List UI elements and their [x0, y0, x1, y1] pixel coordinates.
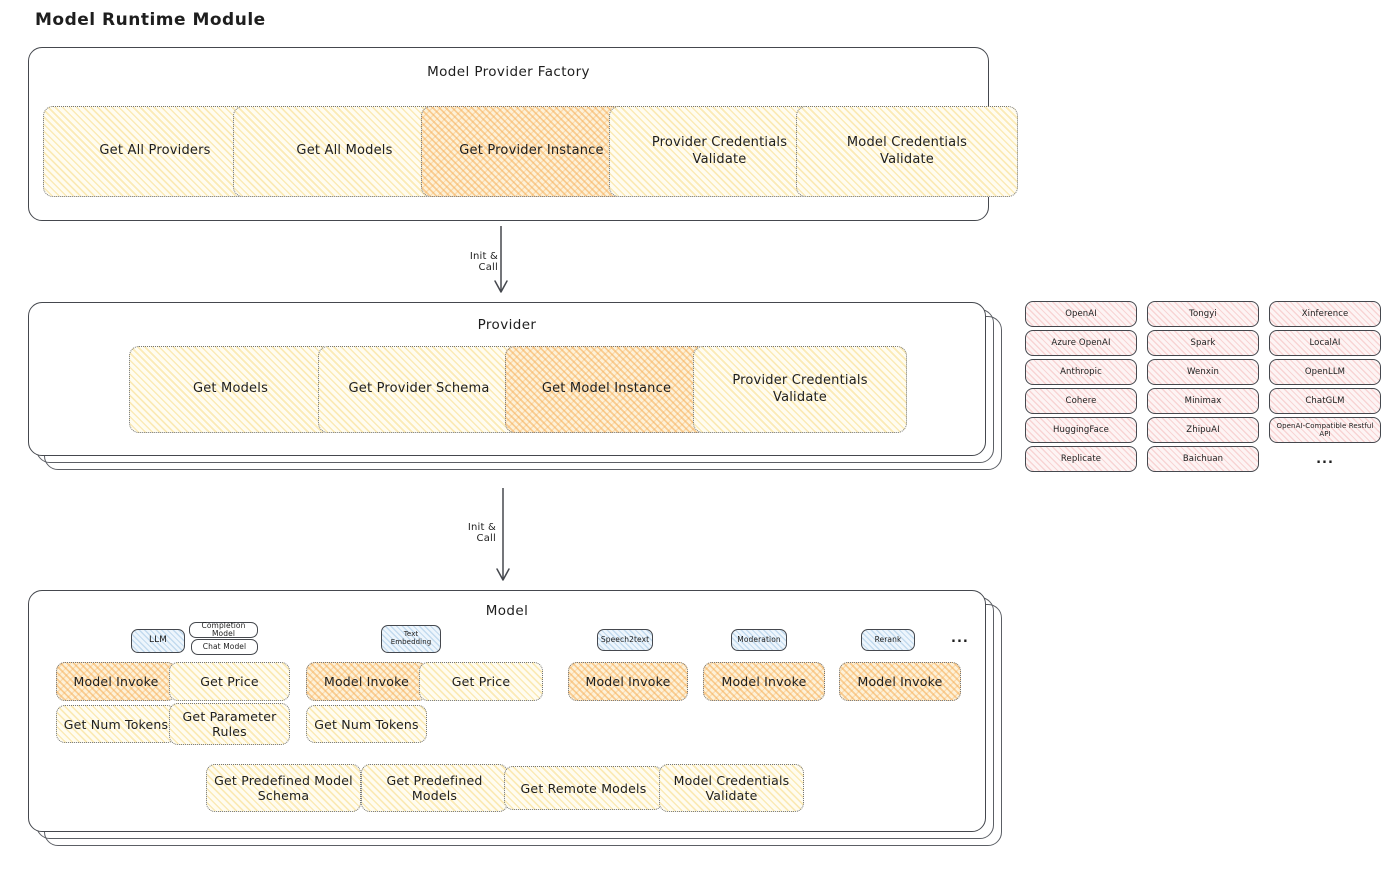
tag-moderation: Moderation — [731, 629, 787, 651]
page-title: Model Runtime Module — [35, 10, 266, 30]
node-get-all-providers: Get All Providers — [43, 106, 267, 197]
node-provider-credentials-validate: Provider Credentials Validate — [609, 106, 830, 197]
provider-chip-replicate: Replicate — [1025, 446, 1137, 472]
provider-chip-openllm: OpenLLM — [1269, 359, 1381, 385]
model-section: Model LLM Completion Model Chat Model Te… — [28, 590, 986, 832]
fn-model-invoke-moderation: Model Invoke — [703, 662, 825, 701]
node-get-model-instance: Get Model Instance — [505, 346, 708, 433]
node-provider-credentials-validate-2: Provider Credentials Validate — [693, 346, 907, 433]
more-model-types-ellipsis: ... — [951, 631, 969, 646]
provider-chip-openai-compatible: OpenAI-Compatible Restful API — [1269, 417, 1381, 443]
provider-chip-localai: LocalAI — [1269, 330, 1381, 356]
provider-chip-huggingface: HuggingFace — [1025, 417, 1137, 443]
fn-model-credentials-validate: Model Credentials Validate — [659, 764, 804, 812]
provider-chip-wenxin: Wenxin — [1147, 359, 1259, 385]
provider-chip-anthropic: Anthropic — [1025, 359, 1137, 385]
init-call-arrow-down-2 — [496, 488, 510, 581]
provider-chip-xinference: Xinference — [1269, 301, 1381, 327]
fn-get-predefined-models: Get Predefined Models — [361, 764, 508, 812]
factory-section-title: Model Provider Factory — [427, 64, 590, 80]
tag-completion-model: Completion Model — [189, 621, 258, 638]
provider-chip-minimax: Minimax — [1147, 388, 1259, 414]
fn-model-invoke-rerank: Model Invoke — [839, 662, 961, 701]
fn-get-parameter-rules-llm: Get Parameter Rules — [169, 703, 290, 745]
provider-chip-chatglm: ChatGLM — [1269, 388, 1381, 414]
init-call-label-2: Init & Call — [467, 522, 496, 544]
tag-rerank: Rerank — [861, 629, 915, 651]
tag-speech2text: Speech2text — [597, 629, 653, 651]
fn-model-invoke-llm: Model Invoke — [56, 662, 176, 701]
node-get-all-models: Get All Models — [233, 106, 456, 197]
node-get-models: Get Models — [129, 346, 332, 433]
provider-chip-openai: OpenAI — [1025, 301, 1137, 327]
fn-get-num-tokens-llm: Get Num Tokens — [56, 705, 176, 743]
more-providers-ellipsis: ... — [1316, 451, 1334, 467]
provider-chip-baichuan: Baichuan — [1147, 446, 1259, 472]
provider-chip-azure-openai: Azure OpenAI — [1025, 330, 1137, 356]
fn-get-price-text-embedding: Get Price — [419, 662, 543, 701]
tag-chat-model: Chat Model — [191, 639, 258, 655]
provider-registry-grid: OpenAI Tongyi Xinference Azure OpenAI Sp… — [1025, 301, 1381, 472]
fn-get-remote-models: Get Remote Models — [504, 766, 663, 810]
node-get-provider-schema: Get Provider Schema — [318, 346, 520, 433]
init-call-arrow-down-1 — [494, 226, 508, 293]
fn-model-invoke-speech2text: Model Invoke — [568, 662, 688, 701]
factory-section: Model Provider Factory Get All Providers… — [28, 47, 1018, 221]
provider-section-title: Provider — [477, 317, 537, 333]
fn-get-predefined-model-schema: Get Predefined Model Schema — [206, 764, 361, 812]
provider-chip-zhipuai: ZhipuAI — [1147, 417, 1259, 443]
provider-section: Provider Get Models Get Provider Schema … — [28, 302, 986, 456]
provider-chip-tongyi: Tongyi — [1147, 301, 1259, 327]
fn-get-price-llm: Get Price — [169, 662, 290, 701]
provider-chip-spark: Spark — [1147, 330, 1259, 356]
fn-get-num-tokens-text-embedding: Get Num Tokens — [306, 705, 427, 743]
provider-chip-cohere: Cohere — [1025, 388, 1137, 414]
model-section-title: Model — [485, 603, 529, 619]
node-model-credentials-validate: Model Credentials Validate — [796, 106, 1018, 197]
tag-text-embedding: Text Embedding — [381, 625, 441, 653]
tag-llm: LLM — [131, 629, 185, 653]
init-call-label-1: Init & Call — [469, 251, 498, 273]
fn-model-invoke-text-embedding: Model Invoke — [306, 662, 427, 701]
